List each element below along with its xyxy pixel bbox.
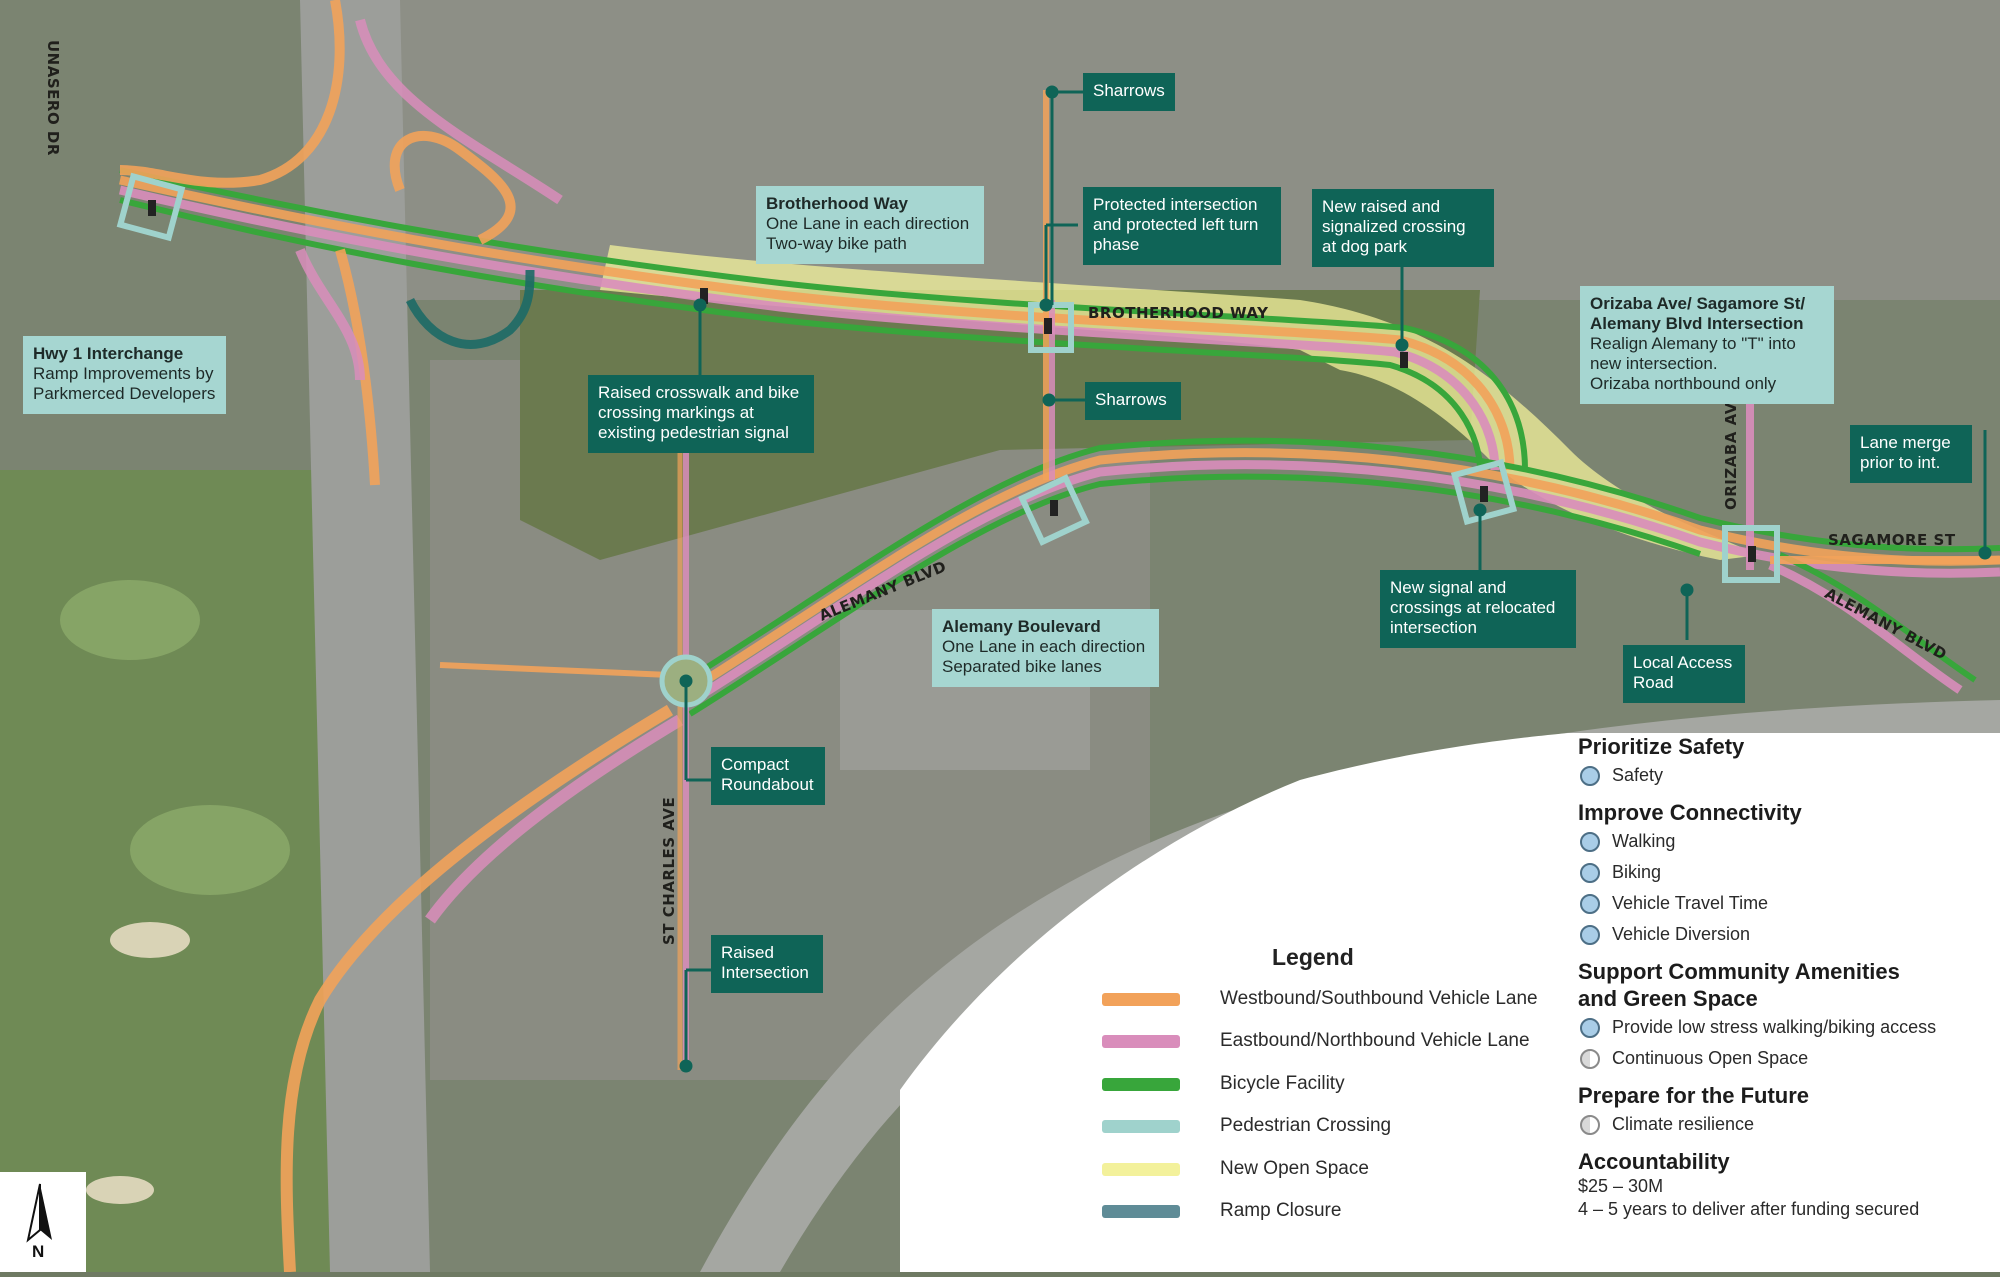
park-area: [520, 290, 1480, 560]
cost-estimate: $25 – 30M: [1578, 1176, 1664, 1196]
rating-circle-icon: [1580, 862, 1600, 883]
alemany-eastbound-lane: [687, 460, 2000, 706]
criteria-item: Continuous Open Space: [1578, 1043, 1988, 1074]
rating-circle-icon: [1580, 924, 1600, 945]
ramp-closure: [405, 269, 535, 349]
golf-green: [60, 580, 200, 660]
alemany-bike-lane-south: [688, 473, 1701, 717]
criteria-item: Safety: [1578, 760, 1988, 791]
hwy1-ramp-loop: [389, 130, 516, 245]
callout-sharrows-mid: Sharrows: [1085, 382, 1181, 420]
section-title-connectivity: Improve Connectivity: [1578, 800, 1802, 825]
criteria-item: Provide low stress walking/biking access: [1578, 1012, 1988, 1043]
legend-swatch: [1102, 1119, 1180, 1133]
pedestrian-crossing-alemany-mid: [1018, 474, 1090, 546]
rating-circle-icon: [1580, 893, 1600, 914]
pedestrian-crossing-relocated: [1450, 458, 1518, 526]
legend-label: Pedestrian Crossing: [1220, 1115, 1392, 1136]
legend-label: Westbound/Southbound Vehicle Lane: [1220, 988, 1538, 1009]
rating-circle-icon: [1580, 831, 1600, 852]
alemany-blvd-southeast: [1768, 560, 1963, 694]
callout-hwy1-interchange: Hwy 1 Interchange Ramp Improvements by P…: [23, 336, 226, 414]
street-label-sagamore: SAGAMORE ST: [1828, 531, 1956, 549]
legend-title: Legend: [1272, 944, 1354, 970]
legend-label: Eastbound/Northbound Vehicle Lane: [1220, 1030, 1530, 1051]
alemany-blvd-southeast-bike: [1778, 552, 1977, 683]
orange-west-segment: [439, 662, 671, 678]
callout-raised-dog-park: New raised and signalized crossing at do…: [1312, 189, 1494, 267]
evaluation-criteria: Prioritize Safety Safety Improve Connect…: [1578, 733, 1988, 1221]
legend-label: Ramp Closure: [1220, 1200, 1342, 1221]
legend-swatch: [1102, 992, 1180, 1006]
legend-label: Bicycle Facility: [1220, 1073, 1345, 1094]
callout-new-signal: New signal and crossings at relocated in…: [1380, 570, 1576, 648]
legend-item-pedestrian: Pedestrian Crossing: [1102, 1111, 1391, 1141]
southwest-connector-westbound: [280, 704, 674, 1272]
callout-raised-crosswalk: Raised crosswalk and bike crossing marki…: [588, 375, 814, 453]
legend-swatch: [1102, 1204, 1180, 1218]
street-label-lunasero: UNASERO DR: [44, 40, 62, 156]
north-arrow: N: [0, 1172, 86, 1272]
half-circle-icon: [1580, 1048, 1600, 1069]
callout-leader-lines: [679, 85, 1992, 1073]
brotherhood-eastbound-lane: [118, 185, 1500, 471]
criteria-item: Vehicle Travel Time: [1578, 888, 1988, 919]
legend-item-eastbound: Eastbound/Northbound Vehicle Lane: [1102, 1026, 1530, 1056]
criteria-item: Walking: [1578, 826, 1988, 857]
alemany-bike-lane-north: [688, 437, 2000, 681]
pedestrian-crossing-hwy1: [116, 172, 186, 242]
street-label-st-charles: ST CHARLES AVE: [660, 796, 678, 945]
sand-trap: [86, 1176, 154, 1204]
delivery-timeline: 4 – 5 years to deliver after funding sec…: [1578, 1199, 1920, 1219]
southwest-connector-eastbound: [425, 714, 684, 924]
callout-local-access-road: Local Access Road: [1623, 645, 1745, 703]
brotherhood-bike-path-north: [119, 167, 1528, 471]
legend-item-bicycle: Bicycle Facility: [1102, 1069, 1345, 1099]
hwy1-ramp-loop-east: [295, 248, 365, 381]
north-arrow-icon: [26, 1183, 52, 1243]
callout-brotherhood-way: Brotherhood Way One Lane in each directi…: [756, 186, 984, 264]
section-title-accountability: Accountability: [1578, 1149, 1730, 1174]
criteria-item: Biking: [1578, 857, 1988, 888]
alemany-westbound-lane: [687, 448, 2000, 694]
north-label: N: [32, 1242, 45, 1261]
pedestrian-crossing-orizaba: [1722, 525, 1780, 583]
brotherhood-bike-path: [119, 197, 1483, 471]
legend-panel-shape: [900, 733, 2000, 1272]
callout-lane-merge: Lane merge prior to int.: [1850, 425, 1972, 483]
rating-circle-icon: [1580, 1017, 1600, 1038]
section-title-future: Prepare for the Future: [1578, 1083, 1810, 1108]
section-title-community: Support Community Amenities and Green Sp…: [1578, 959, 1900, 1011]
callout-sharrows-top: Sharrows: [1083, 73, 1175, 111]
legend-label: New Open Space: [1220, 1158, 1369, 1179]
callout-protected-intersection: Protected intersection and protected lef…: [1083, 187, 1281, 265]
hwy1-ramp-westbound: [119, 0, 345, 188]
legend-swatch: [1102, 1077, 1180, 1091]
hwy1-ramp-east: [355, 18, 563, 205]
criteria-item: Climate resilience: [1578, 1109, 1988, 1140]
rating-circle-icon: [1580, 765, 1600, 786]
section-title-safety: Prioritize Safety: [1578, 734, 1745, 759]
brotherhood-westbound-lane: [119, 175, 1515, 471]
legend-item-ramp-closure: Ramp Closure: [1102, 1196, 1341, 1226]
half-circle-icon: [1580, 1114, 1600, 1135]
callout-orizaba-intersection: Orizaba Ave/ Sagamore St/ Alemany Blvd I…: [1580, 286, 1834, 404]
callout-compact-roundabout: Compact Roundabout: [711, 747, 825, 805]
legend-swatch: [1102, 1162, 1180, 1176]
traffic-signal-icons: [148, 200, 1756, 562]
legend-swatch: [1102, 1034, 1180, 1048]
sand-trap: [110, 922, 190, 958]
legend-item-westbound: Westbound/Southbound Vehicle Lane: [1102, 984, 1538, 1014]
legend-item-open-space: New Open Space: [1102, 1154, 1369, 1184]
hwy1-freeway: [300, 0, 430, 1272]
street-label-orizaba: ORIZABA AVE: [1722, 391, 1740, 510]
callout-alemany-boulevard: Alemany Boulevard One Lane in each direc…: [932, 609, 1159, 687]
callout-raised-intersection: Raised Intersection: [711, 935, 823, 993]
criteria-item: Vehicle Diversion: [1578, 919, 1988, 950]
street-label-brotherhood: BROTHERHOOD WAY: [1088, 304, 1269, 322]
golf-green: [130, 805, 290, 895]
